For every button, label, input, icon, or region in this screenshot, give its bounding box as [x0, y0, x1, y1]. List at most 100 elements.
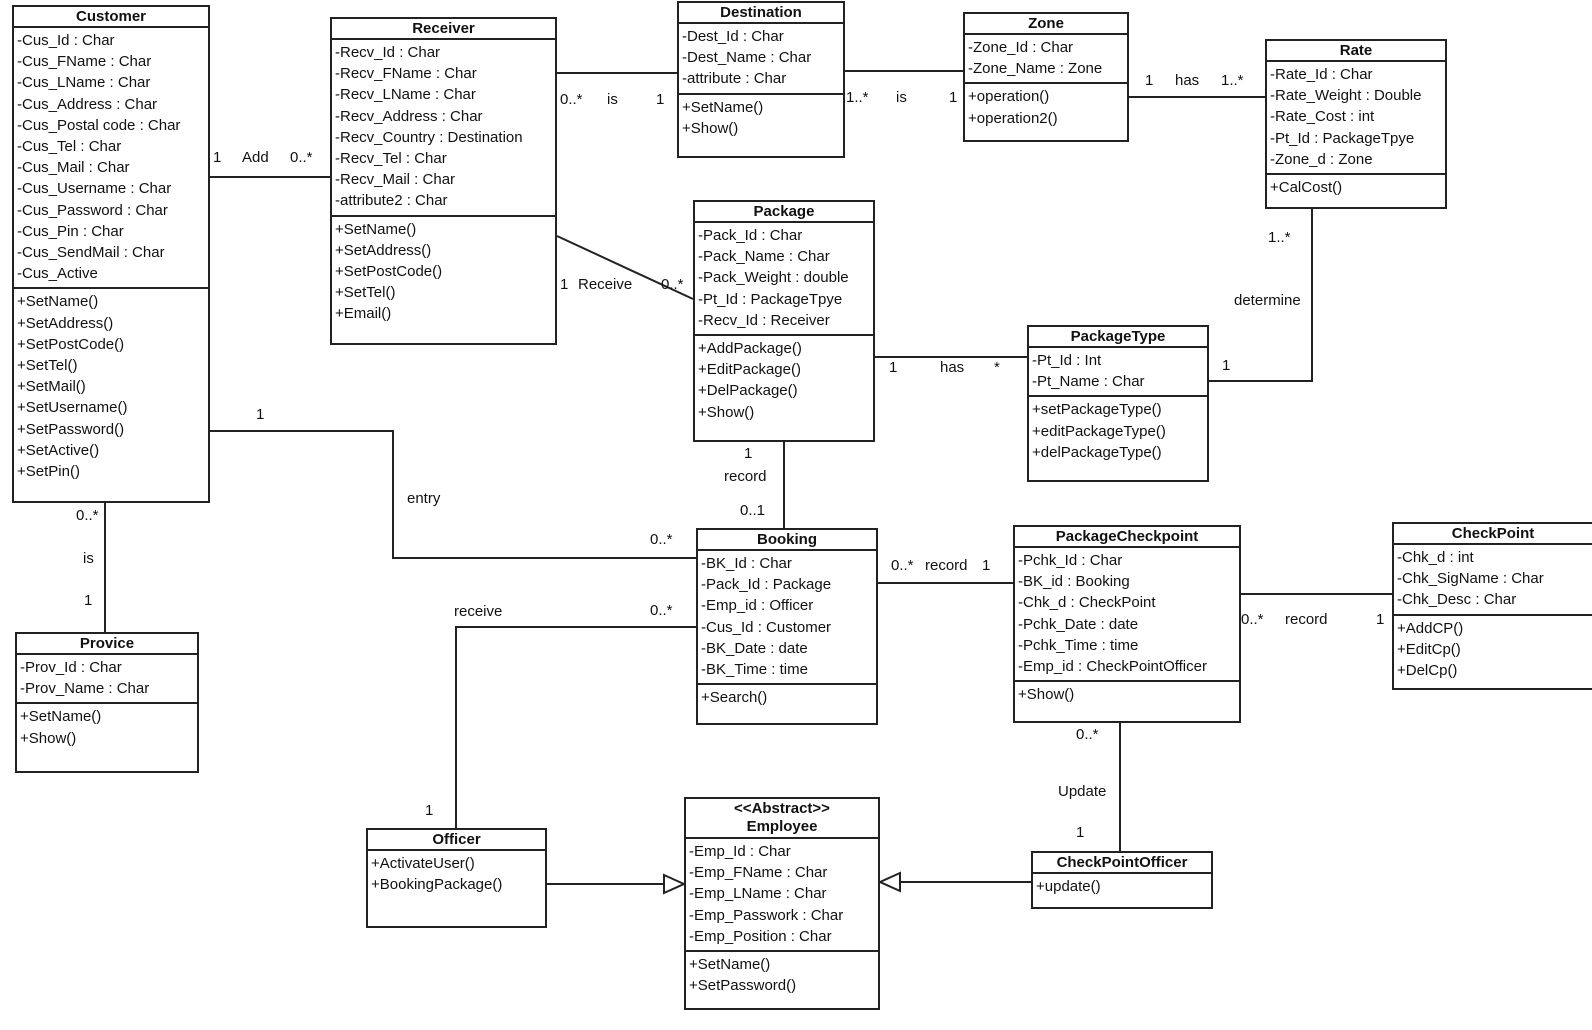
operation-line: +SetPin() [17, 463, 80, 481]
multiplicity-label: 0..* [76, 507, 99, 524]
multiplicity-label: 1 [1222, 357, 1231, 374]
multiplicity-label: 1 [213, 149, 222, 166]
operation-line: +CalCost() [1270, 179, 1343, 197]
class-name: Booking [698, 530, 876, 551]
attributes: -Cus_Id : Char-Cus_FName : Char-Cus_LNam… [14, 28, 208, 290]
multiplicity-label: 0..* [650, 602, 673, 619]
association-name: is [83, 550, 94, 567]
operations: +ActivateUser()+BookingPackage() [368, 851, 545, 898]
multiplicity-label: 1 [656, 91, 665, 108]
attributes: -Zone_Id : Char-Zone_Name : Zone [965, 35, 1127, 85]
attribute-line: -Emp_id : Officer [701, 597, 814, 615]
multiplicity-label: 1 [949, 89, 958, 106]
operation-line: +EditPackage() [698, 361, 801, 379]
attribute-line: -BK_Date : date [701, 639, 808, 657]
attribute-line: -Cus_Postal code : Char [17, 116, 181, 134]
multiplicity-label: 0..1 [740, 502, 766, 519]
operation-line: +DelPackage() [698, 382, 798, 400]
class-customer: Customer -Cus_Id : Char-Cus_FName : Char… [12, 5, 210, 503]
attribute-line: -Pack_Weight : double [698, 269, 849, 287]
attributes: -Rate_Id : Char -Rate_Weight : Double -Rat… [1267, 62, 1445, 176]
attribute-line: -Pchk_Id : Char [1018, 552, 1123, 569]
association-name: has [1175, 72, 1200, 89]
attribute-line: -Emp_Passwork : Char [689, 906, 844, 924]
association-name: record [1285, 611, 1328, 628]
attribute-line: -Pt_Id : PackageTpye [698, 290, 843, 308]
attribute-line: -Pack_Id : Char [698, 227, 803, 244]
operation-line: +SetPostCode() [17, 335, 125, 353]
class-name: CheckPoint [1394, 524, 1592, 545]
attribute-line: -Rate_Cost : int [1270, 108, 1375, 126]
attribute-line: -Zone_Name : Zone [968, 60, 1103, 78]
operations: +Search() [698, 685, 876, 711]
multiplicity-label: 1 [1145, 72, 1154, 89]
operation-line: +Search() [701, 689, 768, 707]
association-name: record [724, 468, 767, 485]
class-packagetype: PackageType -Pt_Id : Int-Pt_Name : Char … [1027, 325, 1209, 482]
attribute-line: -Rate_Id : Char [1270, 66, 1373, 83]
class-name: Provice [17, 634, 197, 655]
attribute-line: -Dest_Id : Char [682, 28, 784, 45]
operation-line: +SetName() [682, 98, 764, 116]
multiplicity-label: 1 [425, 802, 434, 819]
attribute-line: -Pack_Name : Char [698, 248, 830, 266]
association-name: entry [407, 490, 441, 507]
attribute-line: -Cus_LName : Char [17, 74, 151, 92]
multiplicity-label: 0..* [1076, 726, 1099, 743]
multiplicity-label: * [994, 359, 1000, 376]
attribute-line: -Pt_Name : Char [1032, 373, 1145, 391]
class-name: Customer [14, 7, 208, 28]
multiplicity-label: 0..* [891, 557, 914, 574]
operations: +SetName()+SetAddress()+SetPostCode()+Se… [332, 217, 555, 328]
association-name: record [925, 557, 968, 574]
association-name: is [607, 91, 618, 108]
multiplicity-label: 0..* [560, 91, 583, 108]
operations: +SetName()+SetPassword() [686, 952, 878, 999]
attribute-line: -Chk_d : int [1397, 549, 1474, 566]
operation-line: +update() [1036, 878, 1101, 895]
class-name: Rate [1267, 41, 1445, 62]
association-name: has [940, 359, 965, 376]
attributes: -Pack_Id : Char -Pack_Name : Char -Pack_We… [695, 223, 873, 337]
attribute-line: -Cus_SendMail : Char [17, 244, 165, 262]
operation-line: +SetPostCode() [335, 263, 443, 281]
attribute-line: -Recv_FName : Char [335, 65, 477, 83]
attribute-line: -Rate_Weight : Double [1270, 87, 1422, 105]
operations: +update() [1033, 874, 1211, 900]
attribute-line: -Cus_Id : Char [17, 32, 115, 49]
attributes: -Dest_Id : Char-Dest_Name : Char-attribu… [679, 24, 843, 95]
attribute-line: -Cus_Active [17, 265, 98, 283]
operations: +SetName()+Show() [17, 704, 197, 751]
class-name: Employee [746, 818, 818, 835]
operations: +AddCP()+EditCp()+DelCp() [1394, 616, 1592, 685]
operations: +Show() [1015, 682, 1239, 708]
attribute-line: -Emp_Id : Char [689, 843, 791, 860]
attribute-line: -Cus_Address : Char [17, 95, 158, 113]
operation-line: +SetName() [335, 220, 417, 238]
attribute-line: -Recv_Id : Receiver [698, 311, 830, 329]
class-officer: Officer +ActivateUser()+BookingPackage() [366, 828, 547, 928]
attributes: -BK_Id : Char-Pack_Id : Package-Emp_id :… [698, 551, 876, 686]
multiplicity-label: 1 [1076, 824, 1085, 841]
attribute-line: -Emp_LName : Char [689, 885, 827, 903]
association-name: is [896, 89, 907, 106]
class-name: Receiver [332, 19, 555, 40]
attribute-line: -Emp_Position : Char [689, 927, 832, 945]
attribute-line: -Emp_id : CheckPointOfficer [1018, 658, 1207, 676]
operation-line: +Show() [698, 403, 755, 421]
attribute-line: -Cus_Mail : Char [17, 159, 130, 177]
operation-line: +SetMail() [17, 378, 86, 396]
operation-line: +operation2() [968, 109, 1058, 127]
stereotype: <<Abstract>> [734, 800, 830, 817]
operation-line: +editPackageType() [1032, 422, 1166, 440]
attribute-line: -Dest_Name : Char [682, 49, 812, 67]
attribute-line: -Prov_Name : Char [20, 680, 150, 698]
multiplicity-label: 1 [889, 359, 898, 376]
operation-line: +setPackageType() [1032, 401, 1162, 419]
class-checkpoint: CheckPoint -Chk_d : int-Chk_SigName : Ch… [1392, 522, 1592, 690]
attribute-line: -Recv_Address : Char [335, 107, 483, 125]
multiplicity-label: 0..* [290, 149, 313, 166]
operation-line: +AddCP() [1397, 619, 1464, 637]
